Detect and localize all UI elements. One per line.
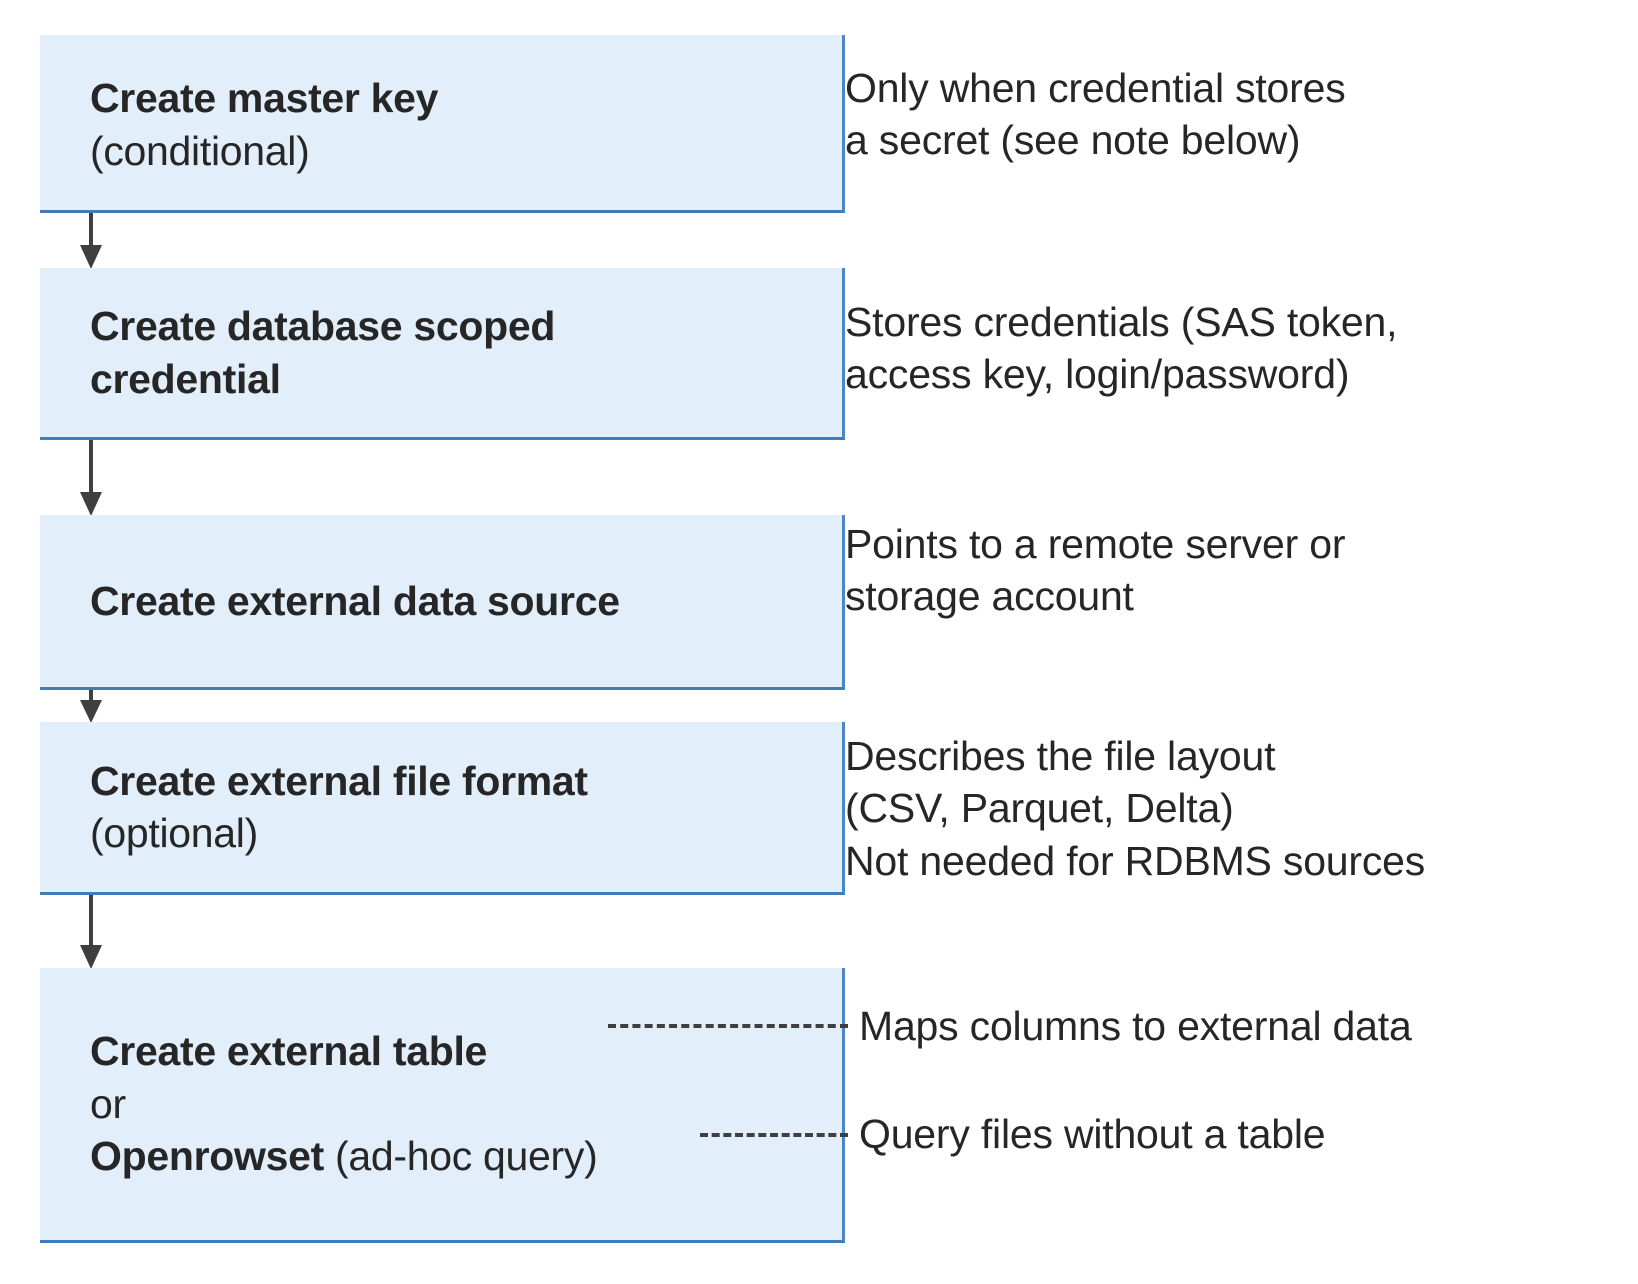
step-note-create-external-file-format: Describes the file layout (CSV, Parquet,…: [845, 733, 1426, 884]
step-box-create-external-table-or-openrowset[interactable]: Create external table or Openrowset (ad-…: [40, 968, 845, 1243]
step-title: Create database scoped: [90, 303, 556, 350]
step-box-create-database-scoped-credential[interactable]: Create database scoped credential: [40, 268, 845, 440]
step-or-label: or: [90, 1080, 126, 1127]
step-note-create-master-key: Only when credential stores a secret (se…: [845, 65, 1346, 164]
step-subtitle: (optional): [90, 810, 258, 856]
step-box-create-master-key[interactable]: Create master key (conditional): [40, 35, 845, 213]
step-title-openrowset-rest: (ad-hoc query): [323, 1133, 598, 1180]
step-box-text: Create master key (conditional): [40, 68, 842, 177]
step-note-openrowset: Query files without a table: [859, 1111, 1326, 1157]
step-title: Create master key: [90, 75, 439, 122]
arrow-down-icon: [76, 690, 106, 725]
step-box-create-external-file-format[interactable]: Create external file format (optional): [40, 722, 845, 895]
step-note-create-database-scoped-credential: Stores credentials (SAS token, access ke…: [845, 299, 1398, 398]
dashed-connector-openrowset: [700, 1133, 848, 1137]
step-box-text: Create external file format (optional): [40, 755, 842, 860]
step-title-openrowset: Openrowset (ad-hoc query): [90, 1130, 828, 1182]
step-title: Create external file format: [90, 757, 588, 804]
arrow-down-icon: [76, 895, 106, 971]
step-note-external-table: Maps columns to external data: [859, 1003, 1412, 1049]
arrow-down-icon: [76, 440, 106, 518]
step-title: Create external data source: [90, 577, 620, 624]
step-title-openrowset-bold: Openrowset: [90, 1133, 324, 1180]
step-subtitle: (conditional): [90, 127, 310, 174]
arrow-down-icon: [76, 213, 106, 271]
step-box-text: Create external table or Openrowset (ad-…: [40, 1025, 842, 1182]
step-title: Create external table: [90, 1028, 488, 1075]
step-title-line2: credential: [90, 355, 281, 402]
step-box-create-external-data-source[interactable]: Create external data source: [40, 515, 845, 690]
step-box-text: Create database scoped credential: [40, 300, 842, 405]
dashed-connector-external-table: [608, 1024, 848, 1028]
step-box-text: Create external data source: [40, 575, 842, 627]
step-note-create-external-data-source: Points to a remote server or storage acc…: [845, 521, 1346, 620]
